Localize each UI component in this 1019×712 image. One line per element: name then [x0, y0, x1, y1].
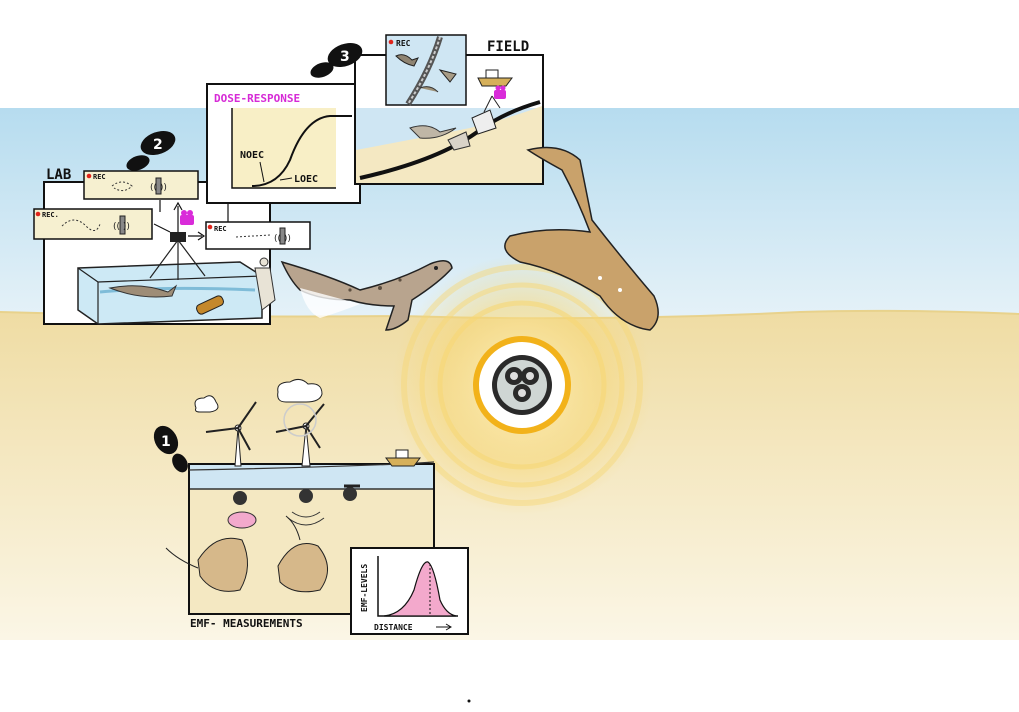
step-3-number: 3: [340, 49, 350, 65]
dot-mark: [468, 700, 471, 703]
svg-text:(( )): (( )): [113, 222, 130, 232]
rec-label-2: REC.: [42, 211, 59, 219]
emf-levels-chart: EMF-LEVELS DISTANCE: [351, 548, 468, 634]
emf-levels-label: EMF-LEVELS: [360, 564, 369, 612]
svg-text:(( )): (( )): [150, 183, 167, 193]
camera-icon: [494, 86, 506, 100]
emf-measurements-label: EMF- MEASUREMENTS: [190, 617, 303, 630]
step-2-number: 2: [153, 137, 163, 153]
lab-label: LAB: [46, 167, 71, 183]
dose-response-panel: DOSE-RESPONSE NOEC LOEC: [207, 84, 360, 203]
field-rec-inset: REC: [386, 35, 466, 105]
rec-label-3: REC: [214, 225, 227, 233]
field-label: FIELD: [487, 39, 529, 55]
rec-label-1: REC: [93, 173, 106, 181]
noec-label: NOEC: [240, 150, 264, 161]
lab-rec-box-1: REC (( )): [84, 171, 198, 199]
distance-label: DISTANCE: [374, 623, 413, 632]
rec-label-field: REC: [396, 39, 411, 48]
svg-text:(( )): (( )): [274, 234, 291, 244]
loec-label: LOEC: [294, 174, 318, 185]
lab-rec-box-3: REC (( )): [206, 222, 310, 249]
cable-icon: [492, 355, 552, 415]
step-1-number: 1: [161, 434, 171, 450]
lab-rec-box-2: REC. (( )): [34, 209, 152, 239]
dose-response-label: DOSE-RESPONSE: [214, 92, 300, 105]
